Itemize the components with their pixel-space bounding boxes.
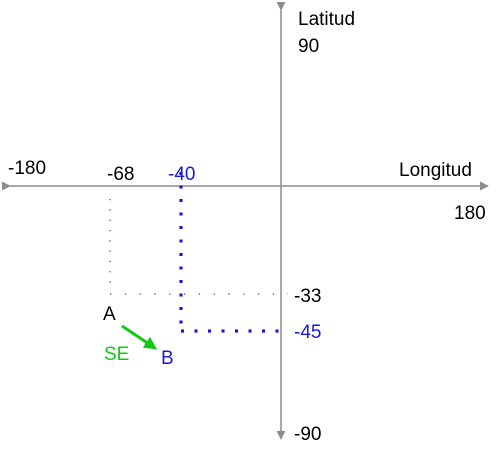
point-b-latitude-label: -45 [294,322,321,343]
y-max-label: 90 [298,36,319,57]
y-min-label: -90 [294,424,321,445]
point-b-longitude-label: -40 [168,164,195,185]
direction-label: SE [104,344,129,365]
x-axis-title: Longitud [399,160,472,181]
point-a-latitude-label: -33 [294,286,321,307]
x-max-label: 180 [454,203,486,224]
point-b-label: B [161,348,174,369]
point-a-label: A [103,304,116,325]
x-min-label: -180 [8,158,46,179]
y-axis-title: Latitud [298,9,355,30]
arrow-southeast-icon [121,324,158,350]
point-a-longitude-label: -68 [107,164,134,185]
